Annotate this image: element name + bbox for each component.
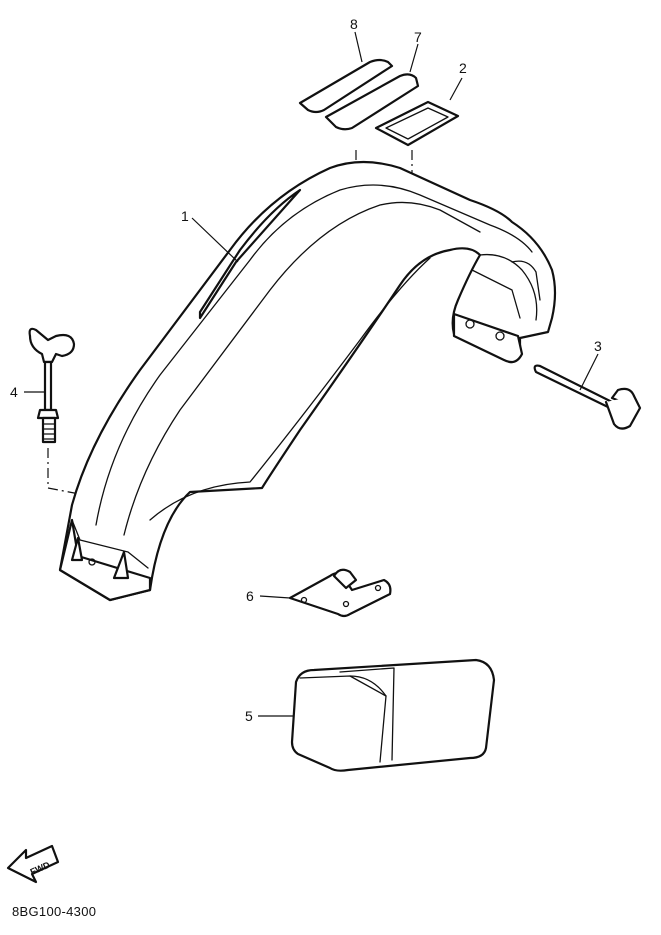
part-7-decal[interactable] bbox=[324, 73, 420, 131]
leader-6 bbox=[259, 595, 291, 599]
diagram-code: 8BG100-4300 bbox=[12, 904, 97, 919]
callout-5: 5 bbox=[245, 708, 253, 724]
callout-7: 7 bbox=[414, 29, 422, 45]
leader-3 bbox=[579, 353, 599, 391]
callout-3: 3 bbox=[594, 338, 602, 354]
leader-1 bbox=[191, 217, 239, 263]
part-3-rod[interactable] bbox=[533, 364, 642, 430]
part-1-fender[interactable] bbox=[58, 160, 557, 602]
part-4-wing-bolt[interactable] bbox=[28, 327, 76, 444]
alignment-line-4 bbox=[47, 448, 91, 565]
callout-4: 4 bbox=[10, 384, 18, 400]
part-5-block[interactable] bbox=[290, 658, 496, 772]
part-6-latch-plate[interactable] bbox=[288, 568, 392, 618]
leader-2 bbox=[449, 77, 463, 101]
callout-1: 1 bbox=[181, 208, 189, 224]
callout-6: 6 bbox=[246, 588, 254, 604]
leader-8 bbox=[354, 31, 363, 63]
part-2-label-frame[interactable] bbox=[374, 100, 460, 147]
part-8-decal[interactable] bbox=[298, 58, 394, 114]
callout-2: 2 bbox=[459, 60, 467, 76]
callout-8: 8 bbox=[350, 16, 358, 32]
leader-7 bbox=[409, 43, 419, 73]
fwd-arrow-icon: FWD bbox=[6, 844, 60, 884]
